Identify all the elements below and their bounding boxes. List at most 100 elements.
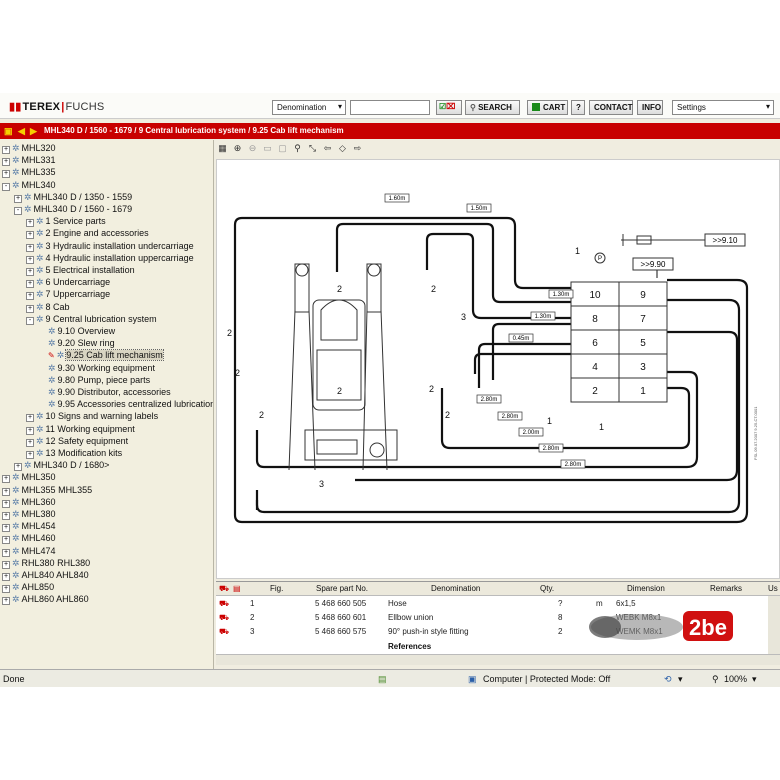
zoom-out-icon[interactable]: ⊖ [248, 143, 257, 153]
expand-toggle-icon[interactable]: - [26, 316, 34, 325]
ref-9-90[interactable]: >>9.90 [641, 260, 666, 269]
tree-item[interactable]: -✲MHL340 D / 1560 - 1679 [14, 203, 132, 215]
zoom-in-icon[interactable]: ⊕ [233, 143, 242, 153]
tree-item[interactable]: +✲2 Engine and accessories [26, 227, 149, 240]
tree-item[interactable]: +✲MHL360 [2, 496, 56, 508]
expand-toggle-icon[interactable]: - [14, 207, 22, 215]
zoom-level[interactable]: 100% [724, 674, 748, 684]
forward-arrow-icon[interactable]: ▶ [30, 126, 37, 136]
tree-item[interactable]: +✲MHL331 [2, 154, 56, 167]
expand-toggle-icon[interactable]: + [26, 414, 34, 423]
tree-item[interactable]: +✲11 Working equipment [26, 423, 135, 435]
expand-toggle-icon[interactable]: + [26, 280, 34, 289]
expand-toggle-icon[interactable]: + [26, 292, 34, 301]
expand-toggle-icon[interactable]: + [26, 231, 34, 240]
denomination-select[interactable]: Denomination▾ [272, 100, 346, 115]
tree-item[interactable]: +✲MHL355 MHL355 [2, 484, 92, 496]
col-fig[interactable]: Fig. [270, 584, 284, 593]
cell-part-no[interactable]: 5 468 660 575 [315, 627, 367, 636]
expand-toggle-icon[interactable]: + [26, 426, 34, 435]
references-label[interactable]: References [388, 642, 432, 651]
search-input[interactable] [350, 100, 430, 115]
back-arrow-icon[interactable]: ◀ [18, 126, 25, 136]
expand-toggle-icon[interactable]: - [2, 182, 10, 191]
zoom-page-icon[interactable]: ▢ [278, 143, 287, 153]
expand-toggle-icon[interactable]: + [2, 524, 10, 533]
zoom-icon[interactable]: ⚲ [712, 674, 719, 684]
expand-toggle-icon[interactable]: + [26, 304, 34, 313]
expand-toggle-icon[interactable]: + [26, 243, 34, 252]
expand-toggle-icon[interactable]: + [2, 560, 10, 569]
info-button[interactable]: INFO [637, 100, 663, 115]
tree-item[interactable]: +✲MHL460 [2, 532, 56, 545]
add-to-cart-icon[interactable]: ⛟ [219, 599, 230, 608]
tree-item[interactable]: +✲4 Hydraulic installation uppercarriage [26, 252, 194, 264]
tree-item[interactable]: +✲10 Signs and warning labels [26, 410, 158, 423]
tree-item[interactable]: -✲MHL340 [2, 179, 56, 191]
parts-vertical-scrollbar[interactable] [768, 596, 780, 654]
expand-toggle-icon[interactable]: + [26, 219, 34, 228]
tree-item[interactable]: +✲3 Hydraulic installation undercarriage [26, 240, 194, 252]
previous-icon[interactable]: ⇦ [323, 143, 332, 153]
expand-toggle-icon[interactable]: + [2, 548, 10, 557]
expand-toggle-icon[interactable]: + [2, 585, 10, 594]
pan-icon[interactable]: ⤡ [308, 143, 317, 153]
tree-item[interactable]: +✲1 Service parts [26, 215, 106, 228]
tree-item[interactable]: ✲9.30 Working equipment [38, 362, 155, 374]
pdf-icon[interactable]: ▤ [233, 584, 241, 593]
tree-item[interactable]: +✲AHL840 AHL840 [2, 569, 89, 581]
home-folder-icon[interactable]: ▣ [4, 126, 13, 136]
tree-item[interactable]: +✲6 Undercarriage [26, 276, 110, 289]
tree-item[interactable]: +✲7 Uppercarriage [26, 288, 110, 301]
tree-item[interactable]: ✲9.20 Slew ring [38, 337, 115, 349]
tree-item[interactable]: +✲MHL474 [2, 545, 56, 557]
search-options-button[interactable]: ☑⌧ [436, 100, 462, 115]
expand-toggle-icon[interactable]: + [2, 475, 10, 484]
tree-item[interactable]: +✲MHL454 [2, 520, 56, 533]
expand-toggle-icon[interactable]: + [2, 158, 10, 167]
tree-item[interactable]: +✲12 Safety equipment [26, 435, 128, 447]
search-button[interactable]: ⚲ SEARCH [465, 100, 520, 115]
expand-toggle-icon[interactable]: + [26, 268, 34, 276]
zoom-area-icon[interactable]: ⚲ [294, 143, 301, 153]
expand-toggle-icon[interactable]: + [14, 194, 22, 203]
tree-item[interactable]: +✲AHL860 AHL860 [2, 593, 89, 606]
tree-item[interactable]: +✲8 Cab [26, 301, 70, 313]
fit-page-icon[interactable]: ▦ [218, 143, 227, 153]
tree-item[interactable]: +✲RHL380 RHL380 [2, 557, 90, 569]
expand-toggle-icon[interactable]: + [26, 451, 34, 459]
expand-toggle-icon[interactable]: + [2, 487, 10, 496]
col-qty[interactable]: Qty. [540, 584, 555, 593]
contact-button[interactable]: CONTACT [589, 100, 633, 115]
tree-item[interactable]: +✲MHL350 [2, 471, 56, 484]
tree-item[interactable]: ✲9.10 Overview [38, 325, 115, 337]
zoom-width-icon[interactable]: ▭ [263, 143, 272, 153]
expand-toggle-icon[interactable]: + [2, 597, 10, 606]
tree-item[interactable]: +✲MHL340 D / 1350 - 1559 [14, 191, 132, 203]
tree-item[interactable]: +✲MHL335 [2, 166, 56, 179]
col-remarks[interactable]: Remarks [710, 584, 743, 593]
help-button[interactable]: ? [571, 100, 585, 115]
expand-toggle-icon[interactable]: + [2, 573, 10, 581]
tree-item[interactable]: +✲5 Electrical installation [26, 264, 135, 276]
tree-item[interactable]: -✲9 Central lubrication system [26, 313, 157, 325]
col-part-no[interactable]: Spare part No. [316, 584, 369, 593]
ref-9-10[interactable]: >>9.10 [713, 236, 738, 245]
tree-item[interactable]: ✲9.90 Distributor, accessories [38, 386, 171, 398]
cart-icon[interactable]: ⛟ [219, 584, 230, 593]
chevron-down-icon[interactable]: ▾ [678, 674, 683, 684]
tree-item[interactable]: +✲MHL340 D / 1680> [14, 459, 109, 472]
expand-toggle-icon[interactable]: + [2, 170, 10, 179]
expand-toggle-icon[interactable]: + [2, 536, 10, 545]
chevron-down-icon[interactable]: ▾ [752, 674, 757, 684]
expand-toggle-icon[interactable]: + [2, 512, 10, 520]
next-icon[interactable]: ⇨ [353, 143, 362, 153]
col-usage[interactable]: Us [768, 584, 778, 593]
tree-item[interactable]: ✲9.95 Accessories centralized lubricatio… [38, 398, 213, 410]
tree-item[interactable]: +✲MHL320 [2, 142, 56, 154]
tree-item[interactable]: +✲13 Modification kits [26, 447, 122, 459]
tree-item[interactable]: +✲MHL380 [2, 508, 56, 520]
col-dimension[interactable]: Dimension [627, 584, 665, 593]
